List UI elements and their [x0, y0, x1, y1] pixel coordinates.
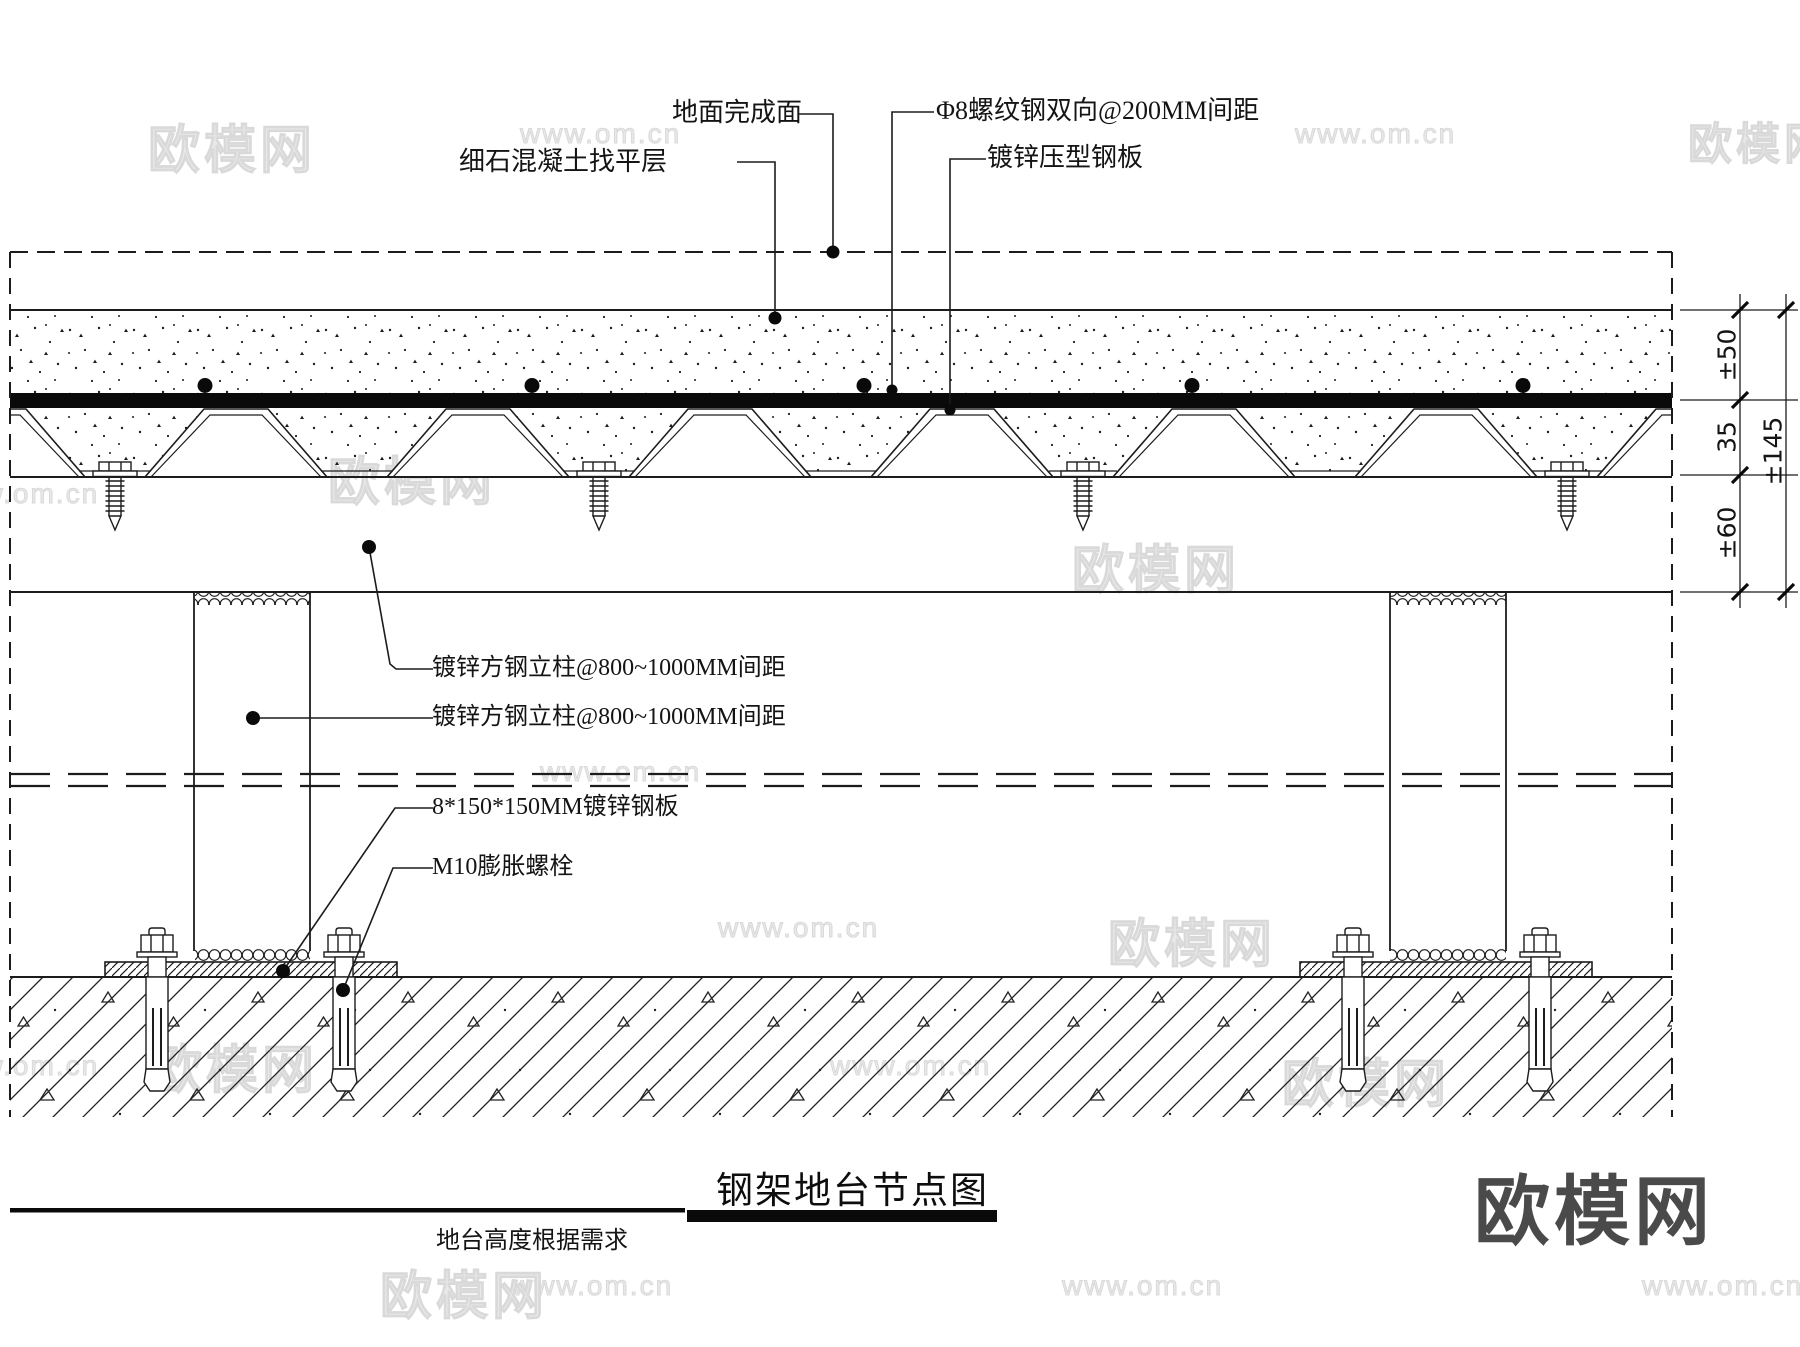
callout-steel-post-1: 镀锌方钢立柱@800~1000MM间距 — [432, 655, 786, 681]
title-rule-thin — [10, 1208, 685, 1213]
watermark-text: 欧模网 — [1688, 120, 1800, 170]
watermark-text: www.om.cn — [717, 912, 880, 944]
deck-top-flange — [10, 393, 1672, 408]
title-rule-thick — [687, 1210, 997, 1222]
watermark-text: www.om.cn — [0, 478, 100, 510]
dim-beam: ±60 — [1712, 506, 1742, 560]
dim-total: ±145 — [1758, 416, 1788, 486]
watermark-text: www.om.cn — [1641, 1270, 1800, 1302]
watermark-text: 欧模网 — [379, 1268, 549, 1327]
watermark-text: www.om.cn — [1294, 118, 1457, 150]
callout-steel-plate: 8*150*150MM镀锌钢板 — [432, 794, 679, 820]
dimension-ticks — [1730, 300, 1796, 602]
drawing-title: 钢架地台节点图 — [716, 1171, 989, 1212]
watermark-text: www.om.cn — [1061, 1270, 1224, 1302]
callout-concrete-leveling: 细石混凝土找平层 — [459, 147, 668, 176]
leader-dots — [246, 245, 956, 997]
drawing-note: 地台高度根据需求 — [436, 1228, 628, 1254]
callout-steel-post-2: 镀锌方钢立柱@800~1000MM间距 — [432, 704, 786, 730]
watermark-text: www.om.cn — [539, 756, 702, 788]
weld-beads — [195, 592, 1506, 962]
watermark-text: 欧模网 — [147, 122, 317, 181]
watermark-text: 欧模网 — [1107, 916, 1277, 975]
leader-lines — [253, 111, 986, 991]
dashed-boundary — [9, 251, 1673, 1117]
callout-floor-finish: 地面完成面 — [672, 98, 803, 127]
watermark-text: 欧模网 — [1071, 542, 1241, 601]
callout-expansion-bolt: M10膨胀螺栓 — [432, 854, 574, 880]
watermark-text: www.om.cn — [519, 118, 682, 150]
site-logo: 欧模网 — [1474, 1170, 1714, 1255]
callout-rebar: Φ8螺纹钢双向@200MM间距 — [936, 96, 1260, 125]
dim-slab: ±50 — [1712, 328, 1742, 382]
rebar-dots — [197, 378, 1531, 393]
watermark-text: www.om.cn — [511, 1270, 674, 1302]
steel-columns — [193, 592, 1507, 951]
ground-hatch — [10, 977, 1672, 1117]
callout-galvanized-deck: 镀锌压型钢板 — [987, 143, 1144, 172]
dim-deck: 35 — [1712, 421, 1742, 453]
